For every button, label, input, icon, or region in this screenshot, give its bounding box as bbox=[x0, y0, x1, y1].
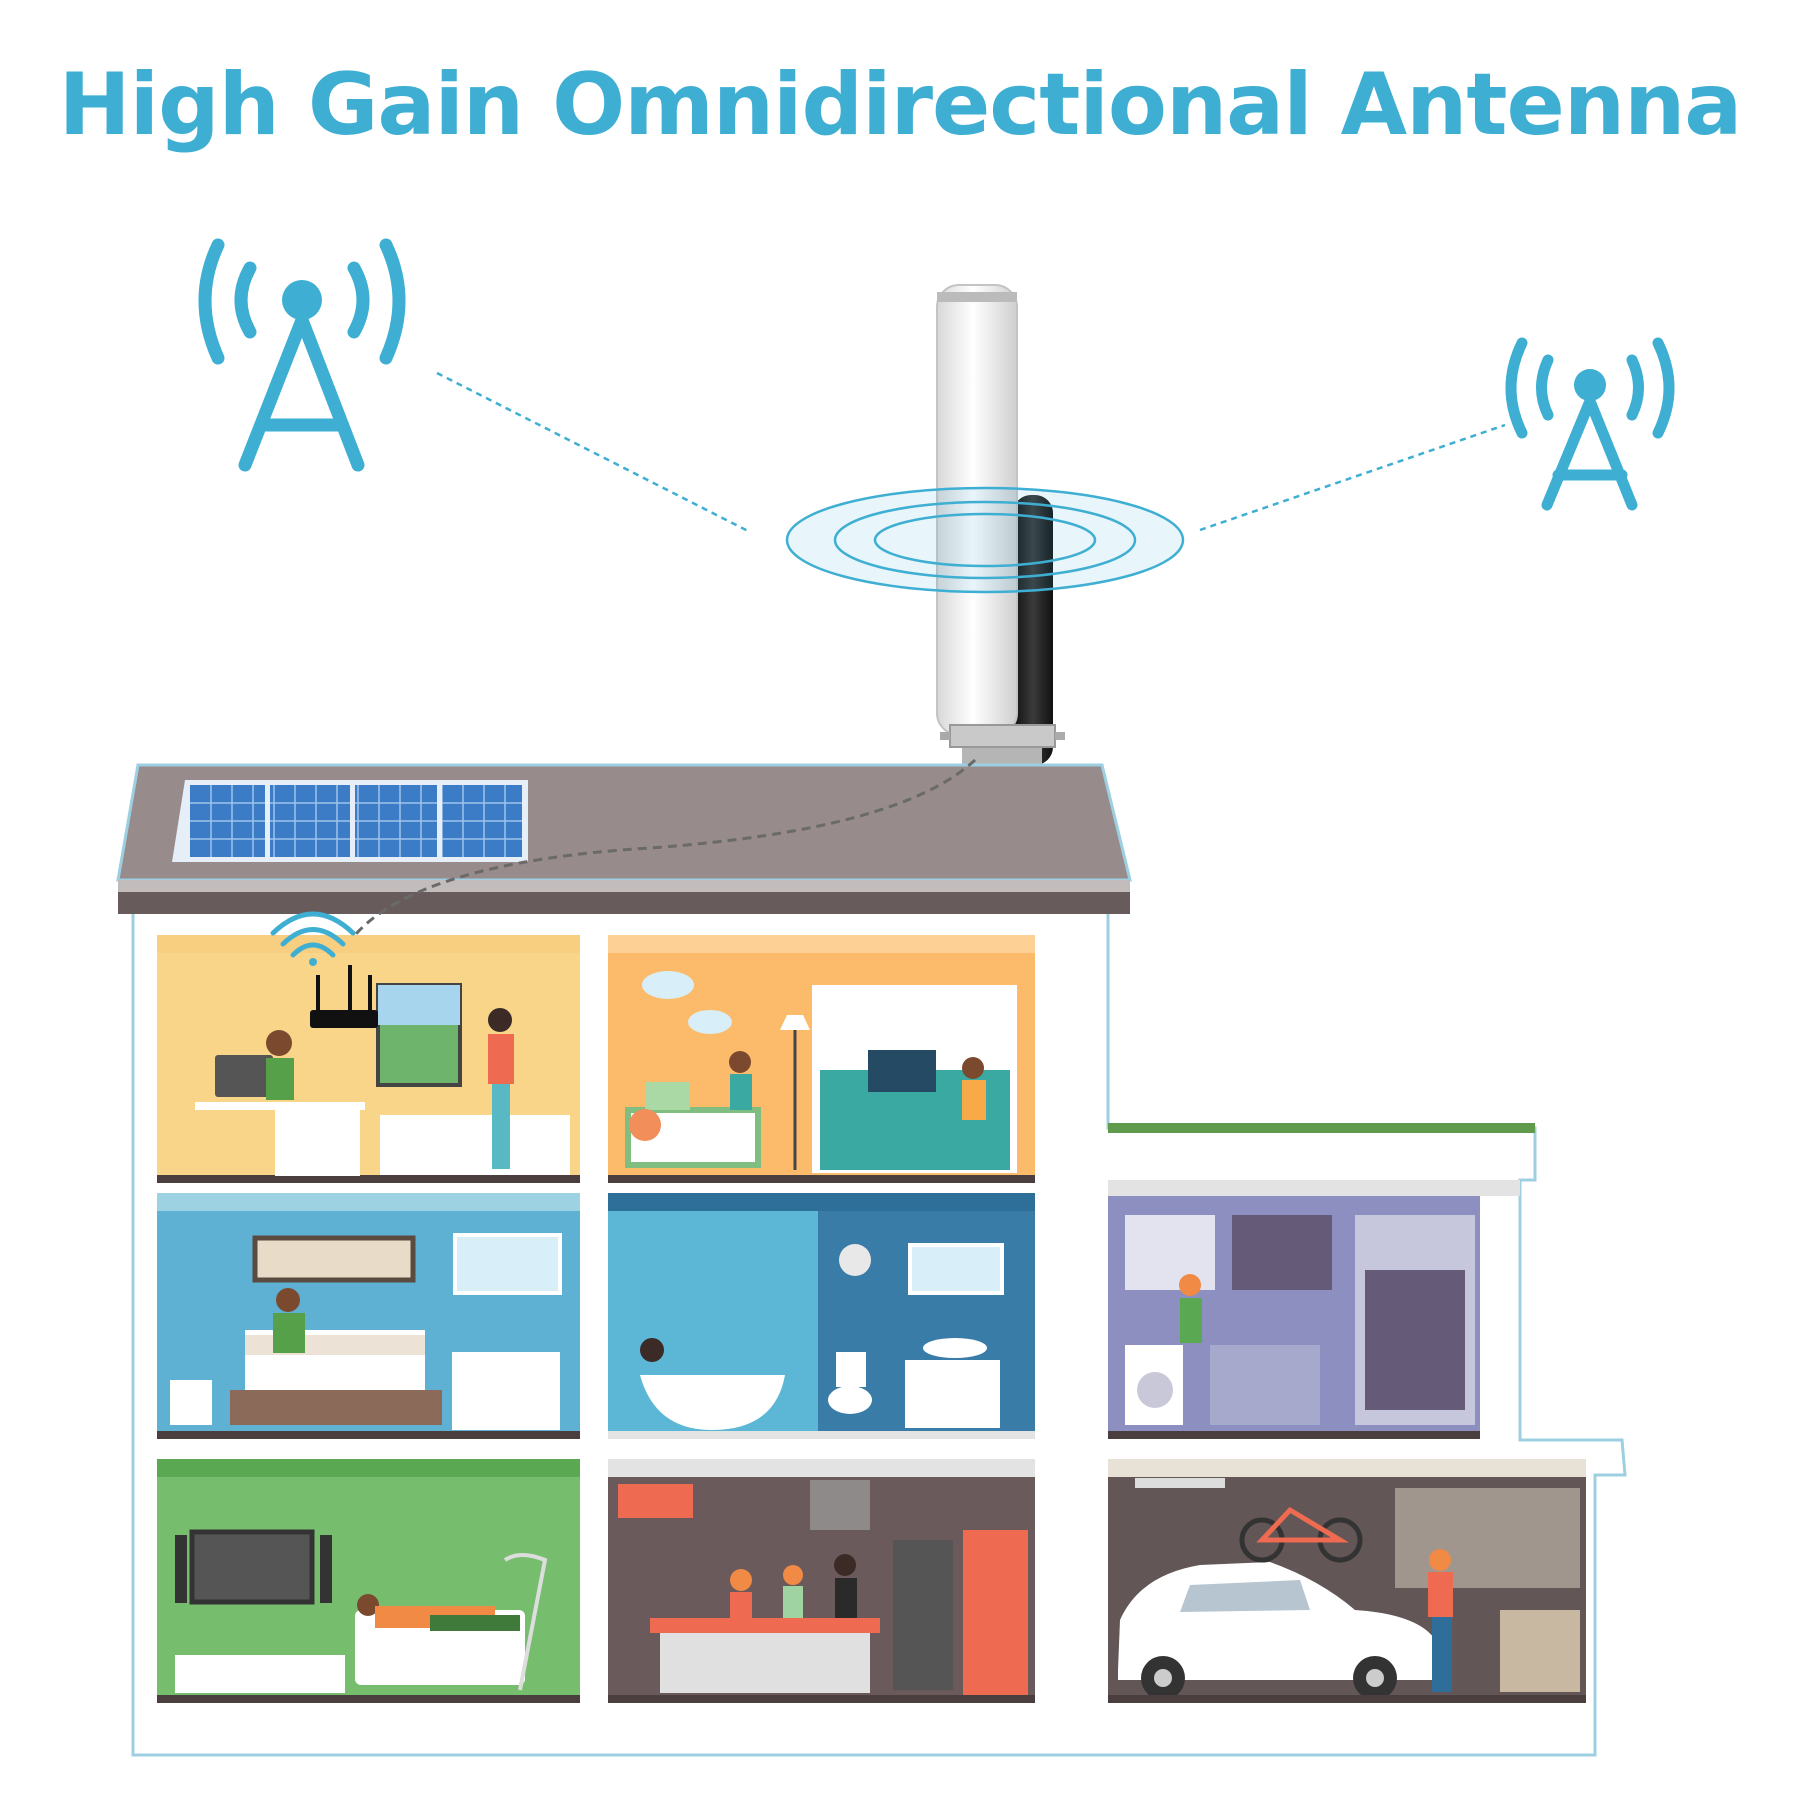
room-kitchen bbox=[608, 1459, 1035, 1703]
annex-roof bbox=[1108, 1123, 1535, 1133]
cell-tower-icon-left bbox=[198, 238, 406, 472]
signal-line-left bbox=[436, 371, 751, 534]
room-laundry bbox=[1108, 1196, 1480, 1439]
headline: High Gain Omnidirectional Antenna bbox=[58, 55, 1743, 155]
cell-tower-icon-right bbox=[1505, 337, 1675, 511]
solar-panel bbox=[172, 780, 528, 862]
signal-waves bbox=[785, 486, 1185, 594]
room-garage bbox=[1108, 1459, 1586, 1703]
room-office bbox=[157, 911, 580, 1183]
room-bedroom bbox=[157, 1193, 580, 1439]
antenna bbox=[936, 284, 1065, 766]
room-kids bbox=[608, 935, 1035, 1183]
router-wifi-icon bbox=[270, 911, 378, 1028]
room-bathroom bbox=[608, 1193, 1035, 1439]
room-living bbox=[157, 1459, 580, 1703]
signal-line-right bbox=[1199, 423, 1506, 532]
